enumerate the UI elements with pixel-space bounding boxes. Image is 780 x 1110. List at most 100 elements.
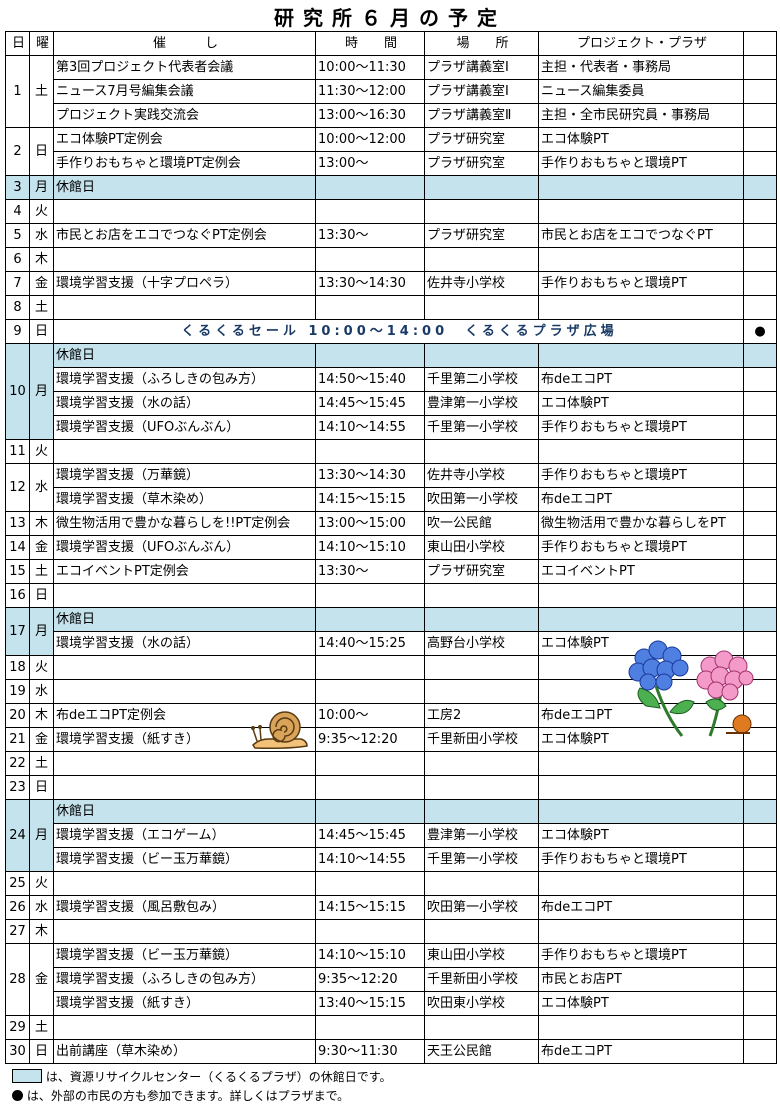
mark-cell xyxy=(743,295,777,320)
project-cell: 手作りおもちゃと環境PT xyxy=(538,415,744,440)
time-cell xyxy=(315,871,425,896)
weekday-cell: 水 xyxy=(29,223,54,248)
day-cell: 20 xyxy=(5,703,30,728)
event-cell: 休館日 xyxy=(53,607,316,632)
mark-cell xyxy=(743,1015,777,1040)
event-cell: 環境学習支援（草木染め） xyxy=(53,487,316,512)
place-cell xyxy=(424,175,539,200)
event-cell: 第3回プロジェクト代表者会議 xyxy=(53,55,316,80)
project-cell: 手作りおもちゃと環境PT xyxy=(538,535,744,560)
day-cell: 22 xyxy=(5,751,30,776)
mark-cell xyxy=(743,967,777,992)
mark-cell xyxy=(743,247,777,272)
time-cell: 14:10～14:55 xyxy=(315,415,425,440)
time-cell: 13:00～15:00 xyxy=(315,511,425,536)
place-cell: 千里第一小学校 xyxy=(424,847,539,872)
weekday-cell: 木 xyxy=(29,511,54,536)
time-cell: 14:45～15:45 xyxy=(315,823,425,848)
mark-cell xyxy=(743,823,777,848)
weekday-cell: 土 xyxy=(29,55,54,128)
project-cell: ニュース編集委員 xyxy=(538,79,744,104)
time-cell: 13:30～ xyxy=(315,223,425,248)
place-cell: 吹田東小学校 xyxy=(424,991,539,1016)
mark-cell xyxy=(743,895,777,920)
day-cell: 19 xyxy=(5,679,30,704)
event-cell: 出前講座（草木染め） xyxy=(53,1039,316,1064)
project-cell xyxy=(538,871,744,896)
project-cell xyxy=(538,247,744,272)
day-cell: 27 xyxy=(5,919,30,944)
day-cell: 25 xyxy=(5,871,30,896)
snail-illustration xyxy=(251,711,308,749)
event-cell xyxy=(53,439,316,464)
time-cell: 10:00～ xyxy=(315,703,425,728)
mark-cell xyxy=(743,535,777,560)
weekday-cell: 水 xyxy=(29,679,54,704)
day-cell: 23 xyxy=(5,775,30,800)
weekday-cell: 金 xyxy=(29,943,54,1016)
legend: は、資源リサイクルセンター（くるくるプラザ）の休館日です。 は、外部の市民の方も… xyxy=(12,1068,392,1106)
day-cell: 4 xyxy=(5,199,30,224)
time-cell: 14:15～15:15 xyxy=(315,487,425,512)
place-cell: 工房2 xyxy=(424,703,539,728)
event-cell: 環境学習支援（UFOぶんぶん） xyxy=(53,535,316,560)
time-cell: 14:40～15:25 xyxy=(315,631,425,656)
mark-cell xyxy=(743,271,777,296)
project-cell xyxy=(538,295,744,320)
project-cell xyxy=(538,775,744,800)
event-cell: 環境学習支援（水の話） xyxy=(53,631,316,656)
time-cell: 11:30～12:00 xyxy=(315,79,425,104)
weekday-cell: 土 xyxy=(29,559,54,584)
weekday-cell: 水 xyxy=(29,895,54,920)
legend-dot-text: は、外部の市民の方も参加できます。詳しくはプラザまで。 xyxy=(26,1089,350,1103)
place-cell xyxy=(424,247,539,272)
event-cell: 環境学習支援（十字プロペラ） xyxy=(53,271,316,296)
project-cell: エコ体験PT xyxy=(538,391,744,416)
place-cell: 千里第二小学校 xyxy=(424,367,539,392)
project-cell xyxy=(538,799,744,824)
event-cell: 環境学習支援（エコゲーム） xyxy=(53,823,316,848)
event-cell: 環境学習支援（万華鏡） xyxy=(53,463,316,488)
time-cell: 10:00～11:30 xyxy=(315,55,425,80)
project-cell: エコ体験PT xyxy=(538,127,744,152)
weekday-cell: 土 xyxy=(29,295,54,320)
event-cell: エコイベントPT定例会 xyxy=(53,559,316,584)
time-cell xyxy=(315,751,425,776)
place-cell: 佐井寺小学校 xyxy=(424,271,539,296)
day-cell: 7 xyxy=(5,271,30,296)
weekday-cell: 火 xyxy=(29,199,54,224)
place-cell xyxy=(424,775,539,800)
mark-cell xyxy=(743,943,777,968)
weekday-cell: 日 xyxy=(29,319,54,344)
mark-cell xyxy=(743,391,777,416)
project-cell: 手作りおもちゃと環境PT xyxy=(538,151,744,176)
time-cell: 13:30～14:30 xyxy=(315,463,425,488)
project-cell: 市民とお店PT xyxy=(538,967,744,992)
time-cell xyxy=(315,439,425,464)
time-cell: 13:40～15:15 xyxy=(315,991,425,1016)
place-cell: 天王公民館 xyxy=(424,1039,539,1064)
time-cell: 13:00～ xyxy=(315,151,425,176)
project-cell: 手作りおもちゃと環境PT xyxy=(538,271,744,296)
place-cell xyxy=(424,583,539,608)
place-cell: 千里第一小学校 xyxy=(424,415,539,440)
event-cell: 環境学習支援（ふろしきの包み方） xyxy=(53,967,316,992)
day-cell: 30 xyxy=(5,1039,30,1064)
